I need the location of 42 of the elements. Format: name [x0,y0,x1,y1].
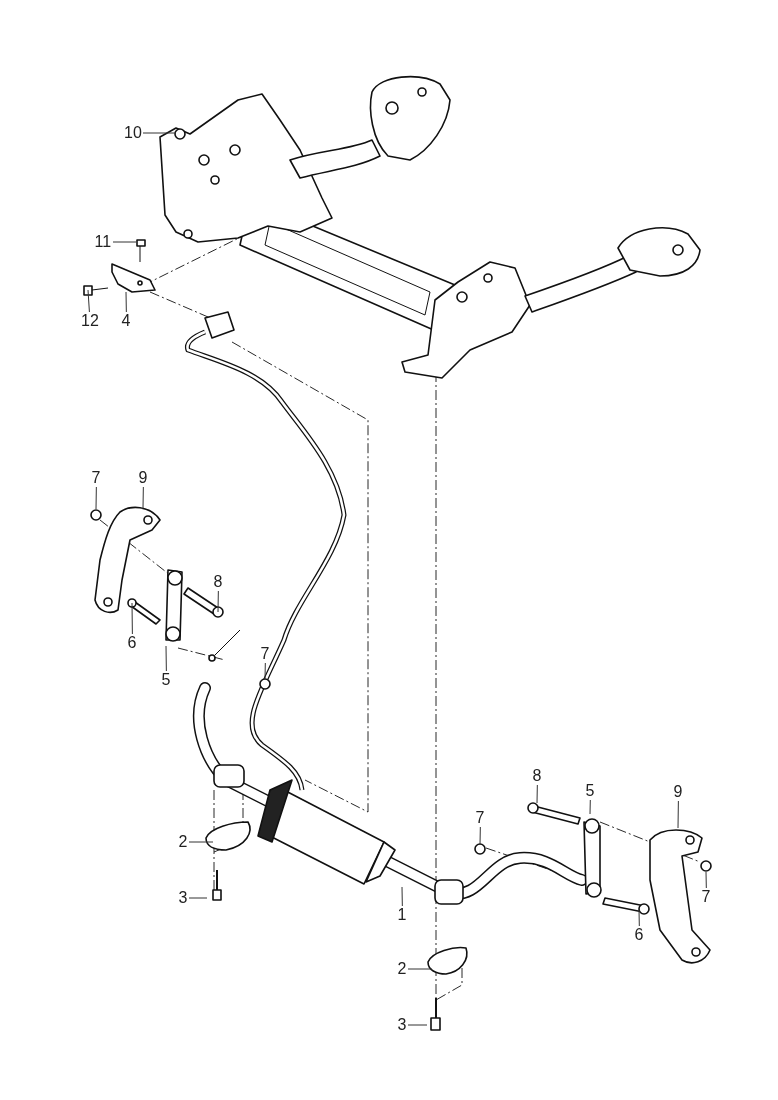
callout-number: 8 [212,573,224,591]
callout-number: 7 [90,469,102,487]
leader-line [407,968,433,970]
callout-number: 2 [177,833,189,851]
callout-number: 6 [633,926,645,944]
callout-number: 3 [396,1016,408,1034]
callout-number: 2 [396,960,408,978]
leader-line [142,132,177,134]
leader-line [95,486,97,510]
callout-number: 7 [259,645,271,663]
leader-line [479,826,481,846]
leader-line [677,800,679,829]
leader-line [407,1024,428,1026]
callout-number: 9 [672,783,684,801]
leader-line [589,799,591,815]
leader-line [87,289,90,313]
callout-number: 1 [396,906,408,924]
leader-line [125,291,127,313]
leader-line [536,784,538,804]
leader-line [638,909,640,927]
leader-line [112,241,137,243]
callout-number: 4 [120,312,132,330]
callout-number: 3 [177,889,189,907]
leader-line [705,871,707,889]
leader-line [188,841,214,843]
leader-line [131,602,133,635]
leader-line [401,886,403,907]
callout-number: 12 [80,312,100,330]
callout-number: 11 [93,233,113,251]
leader-line [264,662,266,680]
callout-number: 5 [160,671,172,689]
leader-line [188,897,208,899]
leader-line [165,645,167,672]
callout-number: 6 [126,634,138,652]
callout-number: 8 [531,767,543,785]
callout-number: 10 [123,124,143,142]
leader-line [142,486,144,509]
leader-line [217,590,219,613]
callout-number: 5 [584,782,596,800]
callout-number: 7 [474,809,486,827]
callout-number: 7 [700,888,712,906]
callout-number: 9 [137,469,149,487]
